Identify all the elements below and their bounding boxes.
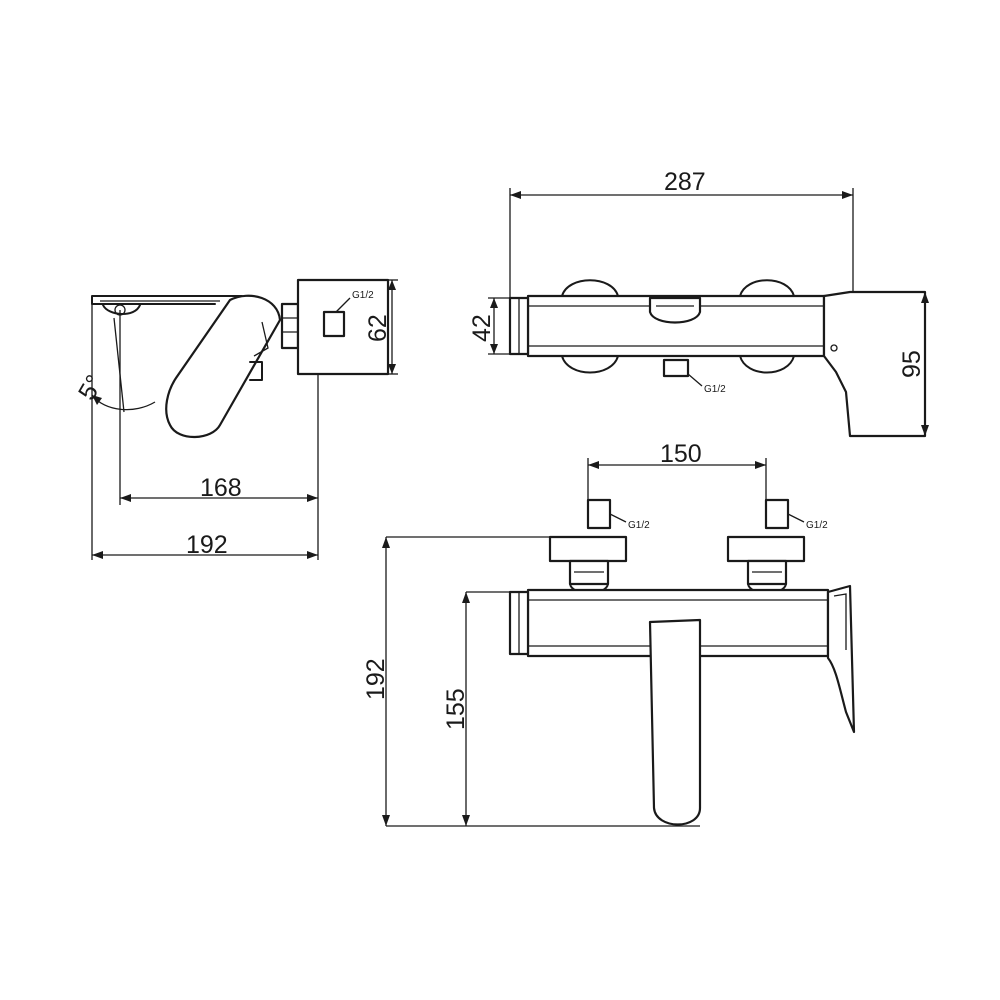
- top-connection-label: G1/2: [704, 384, 726, 395]
- dim-side-total-depth: 192: [186, 531, 228, 559]
- front-left-flange: [548, 535, 628, 563]
- dim-top-inlet-height: 42: [468, 314, 496, 342]
- front-left-connection-label: G1/2: [628, 520, 650, 531]
- front-lever-handle: [826, 584, 856, 734]
- dim-side-spout-reach: 168: [200, 474, 242, 502]
- front-right-connection-label: G1/2: [806, 520, 828, 531]
- front-spout: [648, 618, 702, 826]
- side-connection-label: G1/2: [352, 290, 374, 301]
- dim-front-total-height: 192: [362, 658, 390, 700]
- dim-top-handle-height: 95: [898, 350, 926, 378]
- side-lever-handle: [165, 294, 282, 439]
- side-connector-nut: [280, 302, 300, 350]
- top-lever-handle: [822, 290, 927, 438]
- side-inlet-g12: [322, 310, 346, 338]
- front-left-inlet: [586, 498, 612, 530]
- dim-side-angle: 5°: [73, 370, 109, 405]
- front-right-inlet: [764, 498, 790, 530]
- dim-front-inlet-spacing: 150: [660, 440, 702, 468]
- front-view: 150 G1/2 G1/2: [362, 440, 856, 827]
- dim-top-width: 287: [664, 168, 706, 196]
- top-view: 287 G1/2 42 95: [468, 168, 929, 438]
- front-right-flange: [726, 535, 806, 563]
- dim-side-body-height: 62: [364, 314, 392, 342]
- side-view: G1/2 62 5° 168 192: [73, 278, 398, 560]
- dim-front-spout-height: 155: [442, 688, 470, 730]
- top-spout-outlet: [648, 296, 702, 324]
- top-diverter-outlet: [662, 358, 690, 378]
